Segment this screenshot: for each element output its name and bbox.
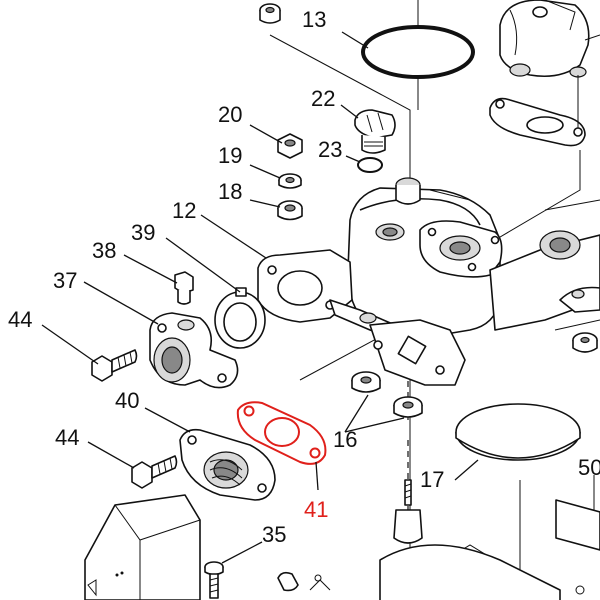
bolt-38 <box>174 271 194 305</box>
o-ring-13 <box>361 0 475 110</box>
callout-13[interactable]: 13 <box>302 7 326 32</box>
callout-44-upper[interactable]: 44 <box>8 307 32 332</box>
stud-bolt <box>393 479 423 544</box>
washer-16-right <box>393 396 423 418</box>
callout-19[interactable]: 19 <box>218 143 242 168</box>
gasket-39 <box>214 287 266 349</box>
base-plate <box>309 544 585 600</box>
thermostat-gasket <box>489 75 586 241</box>
small-clip <box>277 571 299 592</box>
manifold-body <box>257 177 600 386</box>
enclosure-bottom-left <box>84 494 201 600</box>
bolt-44-lower <box>131 455 178 489</box>
callout-35[interactable]: 35 <box>262 522 286 547</box>
callout-12[interactable]: 12 <box>172 198 196 223</box>
callout-17[interactable]: 17 <box>420 467 444 492</box>
cover-disc-17 <box>455 403 581 461</box>
screw-35 <box>204 561 224 599</box>
callout-18[interactable]: 18 <box>218 179 242 204</box>
o-ring-23 <box>357 157 383 173</box>
thermostat-cover <box>499 0 600 78</box>
callout-20[interactable]: 20 <box>218 102 242 127</box>
callout-41-highlighted[interactable]: 41 <box>304 497 328 522</box>
nut-20 <box>277 133 303 159</box>
washer-18 <box>277 200 303 221</box>
right-washer <box>572 332 598 353</box>
top-left-nut <box>259 3 281 24</box>
flange-40 <box>179 428 276 501</box>
callout-labels: 13 22 20 19 23 18 12 39 38 37 44 40 44 1… <box>8 7 600 547</box>
flange-fitting-37 <box>149 312 239 389</box>
callout-38[interactable]: 38 <box>92 238 116 263</box>
callout-23[interactable]: 23 <box>318 137 342 162</box>
callout-40[interactable]: 40 <box>115 388 139 413</box>
callout-44-lower[interactable]: 44 <box>55 425 79 450</box>
callout-50[interactable]: 50 <box>578 455 600 480</box>
gasket-41-highlighted[interactable] <box>236 401 327 465</box>
callout-22[interactable]: 22 <box>311 86 335 111</box>
bolt-44-upper <box>91 349 138 382</box>
callout-37[interactable]: 37 <box>53 268 77 293</box>
washer-16-left <box>351 371 381 393</box>
plug-bolt-22 <box>354 109 396 154</box>
callout-39[interactable]: 39 <box>131 220 155 245</box>
washer-19 <box>278 173 302 189</box>
callout-16[interactable]: 16 <box>333 427 357 452</box>
label-plate-50 <box>555 475 600 551</box>
leader-lines <box>41 31 479 564</box>
